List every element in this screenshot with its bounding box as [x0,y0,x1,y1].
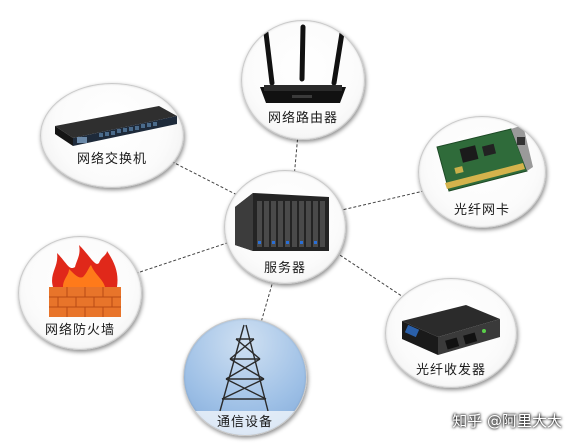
fiber-transceiver-icon [402,305,500,355]
nic-label: 光纤网卡 [453,203,510,218]
firewall-label: 网络防火墙 [44,323,115,338]
telecom-tower-icon [184,324,306,435]
nic-node: 光纤网卡 [418,116,546,228]
transceiver-label: 光纤收发器 [415,363,486,378]
firewall-node: 网络防火墙 [18,236,142,350]
fiber-network-card-icon [436,125,533,192]
watermark: 知乎 @阿里大大 [452,412,562,430]
router-label: 网络路由器 [267,111,338,126]
router-node: 网络路由器 [241,20,365,140]
telecom-label: 通信设备 [216,415,273,430]
connector-switch [109,129,291,223]
transceiver-node: 光纤收发器 [385,278,517,388]
server-rack-icon [235,193,329,251]
server-label: 服务器 [263,261,306,276]
server-node: 服务器 [224,170,346,284]
switch-label: 网络交换机 [76,152,147,167]
telecom-node: 通信设备 [183,318,307,436]
firewall-icon [49,245,121,317]
switch-node: 网络交换机 [40,83,184,188]
network-switch-icon [55,106,177,146]
router-icon [260,24,346,103]
